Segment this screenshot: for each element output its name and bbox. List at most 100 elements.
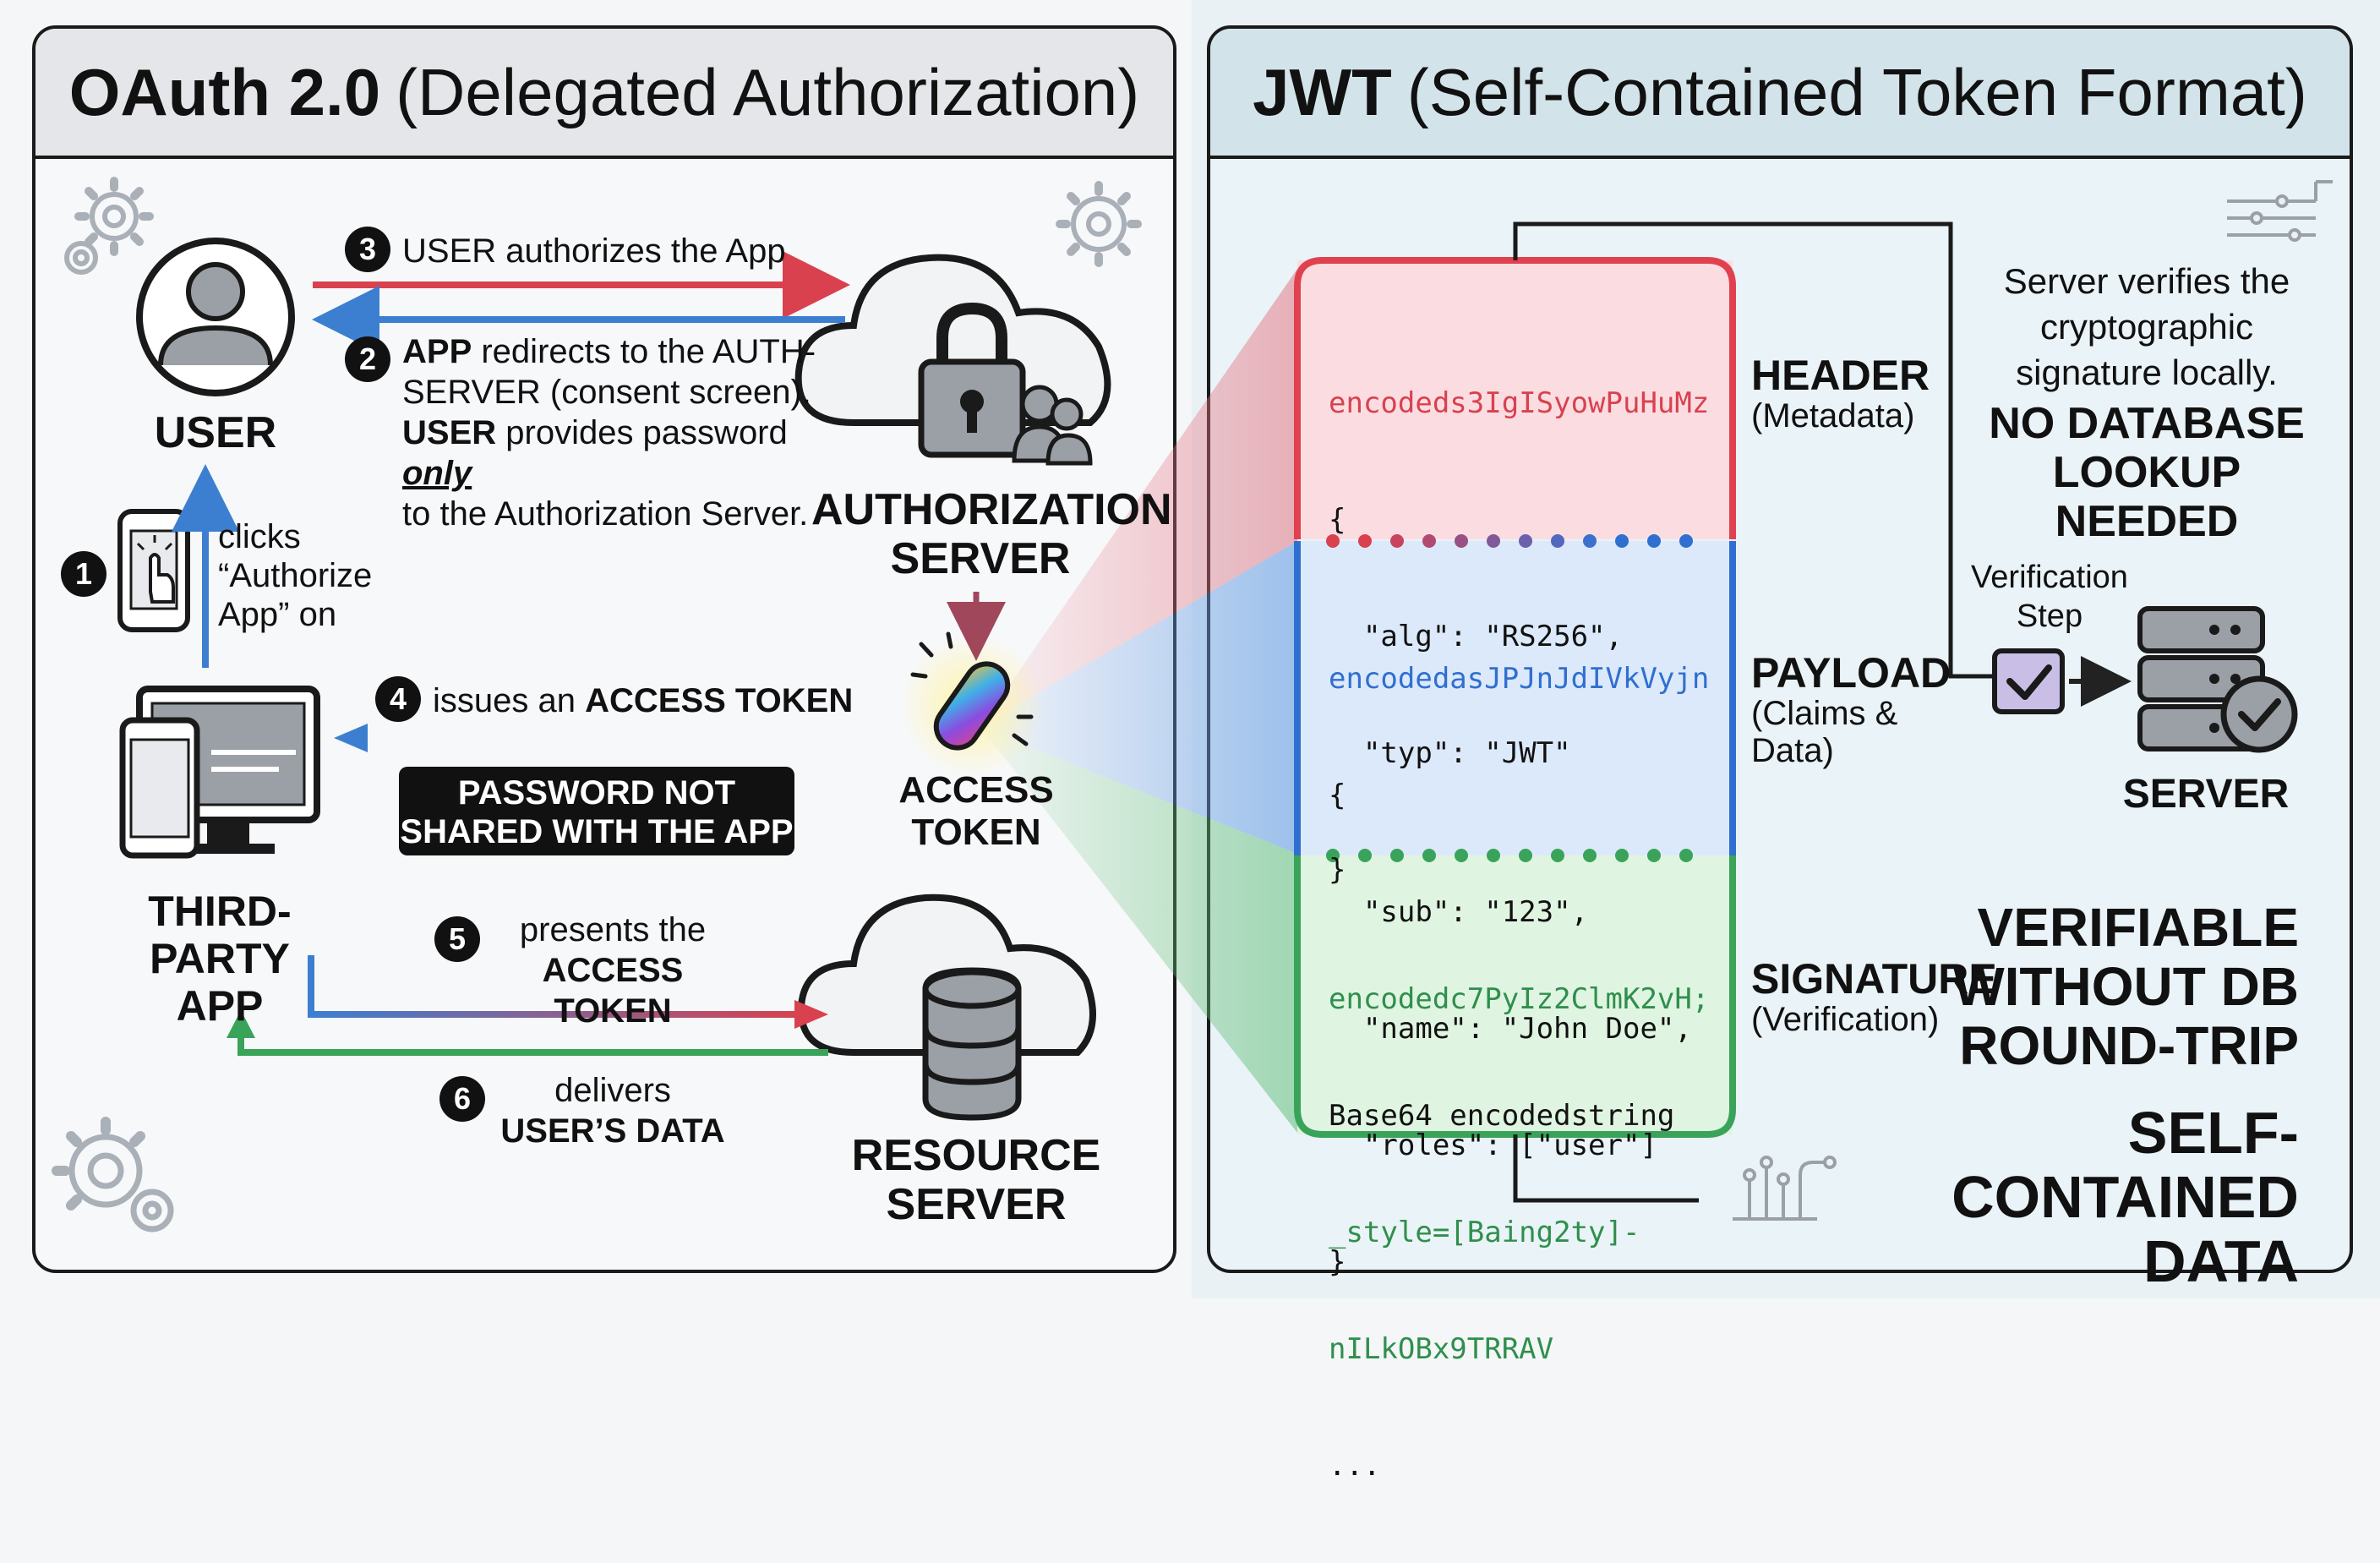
- payload-code-line4: "name": "John Doe",: [1329, 1012, 1692, 1046]
- arrow-step4-head: [334, 724, 368, 752]
- cloud-database-icon: [797, 894, 1096, 1121]
- verifiable-line1: VERIFIABLE: [1977, 897, 2299, 958]
- verify-line2: cryptographic: [2039, 307, 2254, 347]
- step1-text: clicks “Authorize App” on: [218, 517, 404, 634]
- verify-description: Server verifies the cryptographic signat…: [1973, 259, 2320, 396]
- arrow-step6: [237, 1031, 828, 1056]
- payload-sub-line1: (Claims &: [1751, 695, 1898, 732]
- server-icon: [2137, 606, 2298, 753]
- circuit-icon: [1733, 1156, 1837, 1221]
- resource-label-line2: SERVER: [886, 1180, 1067, 1229]
- step1-line1: clicks: [218, 518, 301, 555]
- step1-badge: 1: [61, 551, 106, 597]
- step2-app-bold: APP: [402, 333, 472, 370]
- header-label: HEADER: [1751, 352, 1930, 399]
- cloud-lock-icon: [794, 254, 1111, 466]
- separator-dots-header-payload: [1326, 534, 1693, 548]
- no-db-line2: LOOKUP NEEDED: [2052, 448, 2241, 546]
- diagram-stage: OAuth 2.0 (Delegated Authorization) JWT …: [32, 0, 2380, 1483]
- header-code-line3: "alg": "RS256",: [1329, 620, 1623, 653]
- access-token-label: ACCESS TOKEN: [898, 769, 1054, 853]
- verify-line3: signature locally.: [2016, 352, 2278, 392]
- third-party-app-label: THIRD-PARTY APP: [80, 888, 359, 1030]
- payload-code-line3: "sub": "123",: [1329, 895, 1589, 929]
- verification-check-icon: [1992, 648, 2065, 714]
- bottom-connector-line: [1513, 1134, 1699, 1203]
- resource-server-label: RESOURCE SERVER: [837, 1131, 1116, 1229]
- auth-server-label: AUTHORIZATION SERVER: [811, 485, 1172, 583]
- user-label: USER: [154, 408, 277, 457]
- jwt-payload-border: [1294, 541, 1736, 855]
- auth-server-label-line1: AUTHORIZATION: [811, 485, 1172, 534]
- signature-code-line2: Base64 encodedstring: [1329, 1099, 1675, 1133]
- diagram-graphics: [52, 177, 2333, 1232]
- step4-text: issues an ACCESS TOKEN: [433, 680, 872, 721]
- gear-icon: [1056, 181, 1142, 267]
- access-token-icon: [900, 631, 1044, 778]
- step1-line3: App” on: [218, 596, 337, 633]
- header-code-line5: }: [1329, 853, 1346, 887]
- app-label-line2: APP: [176, 982, 264, 1030]
- verifiable-line3: ROUND-TRIP: [1959, 1015, 2299, 1076]
- password-not-shared-note: PASSWORD NOT SHARED WITH THE APP: [399, 767, 794, 855]
- self-contained-note: SELF-CONTAINED DATA: [1859, 1101, 2299, 1293]
- verification-step-line1: Verification: [1971, 560, 2128, 595]
- header-code: encodeds3IgISyowPuHuMz { "alg": "RS256",…: [1329, 306, 1709, 967]
- jwt-signature-block: [1297, 855, 1733, 1134]
- step4-badge: 4: [375, 676, 421, 722]
- verifiable-line2: WITHOUT DB: [1953, 956, 2299, 1017]
- devices-icon: [119, 686, 320, 859]
- verification-step-label: Verification Step: [1944, 558, 2155, 636]
- self-contained-line1: SELF-CONTAINED: [1951, 1100, 2299, 1230]
- signature-sub: (Verification): [1751, 1001, 1940, 1038]
- step6-line2: USER’S DATA: [500, 1112, 725, 1150]
- arrow-step6-head: [227, 1010, 255, 1038]
- arrow-step5-head: [794, 1000, 828, 1029]
- verification-step-line2: Step: [2016, 598, 2083, 634]
- server-label: SERVER: [2122, 772, 2290, 817]
- password-note-line1: PASSWORD NOT: [457, 774, 736, 812]
- verify-connector-line: [1513, 221, 1995, 679]
- beam-payload: [980, 541, 1297, 854]
- step2-text: APP redirects to the AUTH- SERVER (conse…: [402, 331, 859, 534]
- payload-sub-line2: Data): [1751, 732, 1834, 769]
- header-segment-label: HEADER (Metadata): [1751, 353, 1946, 434]
- self-contained-line2: DATA: [2143, 1228, 2299, 1294]
- step2-only-emph: only: [402, 455, 472, 492]
- beam-header: [980, 269, 1297, 727]
- step2-line4: to the Authorization Server.: [402, 495, 809, 533]
- oauth-title-bold: OAuth 2.0: [68, 54, 381, 129]
- step6-badge: 6: [439, 1076, 485, 1122]
- verifiable-note: VERIFIABLE WITHOUT DB ROUND-TRIP: [1944, 898, 2299, 1075]
- header-code-line4: "typ": "JWT": [1329, 736, 1571, 770]
- jwt-payload-block: [1297, 541, 1733, 855]
- payload-code-encoded: encodedasJPJnJdIVkVyjn: [1329, 662, 1710, 696]
- step2-line3: provides password: [496, 414, 788, 451]
- payload-segment-label: PAYLOAD (Claims & Data): [1751, 649, 1951, 769]
- step5-line1: presents the: [519, 911, 707, 948]
- no-database-note: NO DATABASE LOOKUP NEEDED: [1973, 399, 2320, 546]
- signature-segment-label: SIGNATURE (Verification): [1751, 957, 1997, 1038]
- step2-line1: redirects to the AUTH-: [472, 333, 816, 370]
- resource-label-line1: RESOURCE: [851, 1131, 1101, 1180]
- oauth-panel-title: OAuth 2.0 (Delegated Authorization): [35, 29, 1173, 159]
- app-label-line1: THIRD-PARTY: [148, 888, 292, 982]
- no-db-line1: NO DATABASE: [1989, 399, 2305, 448]
- jwt-title-bold: JWT: [1253, 54, 1392, 129]
- payload-code: encodedasJPJnJdIVkVyjn { "sub": "123", "…: [1329, 582, 1709, 1359]
- separator-dots-payload-signature: [1326, 849, 1693, 862]
- step5-line2: ACCESS TOKEN: [542, 952, 684, 1030]
- payload-label: PAYLOAD: [1751, 649, 1951, 697]
- header-code-line2: {: [1329, 503, 1346, 537]
- step4-text-rest: issues an: [433, 682, 586, 719]
- step5-badge: 5: [434, 916, 480, 962]
- payload-code-line2: {: [1329, 779, 1346, 812]
- step4-text-bold: ACCESS TOKEN: [585, 682, 854, 719]
- jwt-panel-title: JWT (Self-Contained Token Format): [1210, 29, 2350, 159]
- gear-icon: [64, 177, 154, 275]
- verify-line1: Server verifies the: [2003, 261, 2290, 301]
- user-icon: [136, 238, 295, 396]
- payload-code-line6: }: [1329, 1245, 1346, 1279]
- beam-signature: [980, 727, 1297, 1133]
- step3-text: USER authorizes the App: [402, 232, 786, 270]
